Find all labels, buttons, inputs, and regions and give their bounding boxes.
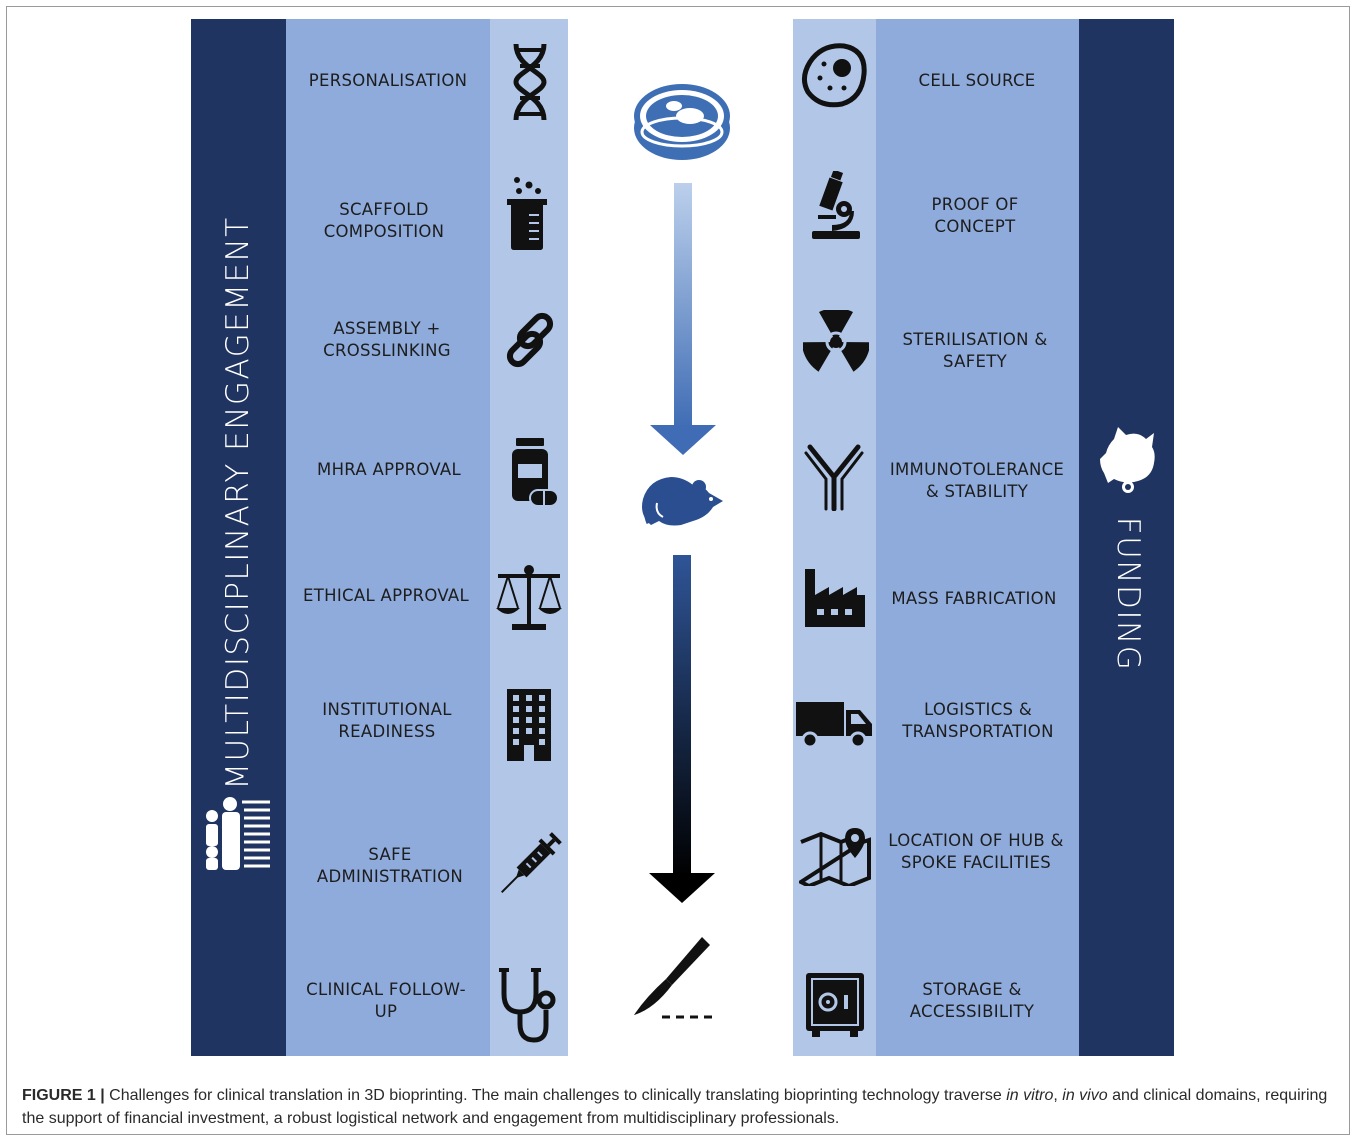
safe-icon (806, 973, 864, 1037)
label-ethical-approval: ETHICAL APPROVAL (303, 586, 469, 605)
petri-dish-icon (634, 84, 730, 160)
caption-text-2: , (1053, 1087, 1063, 1104)
chain-link-icon (506, 312, 554, 368)
label-storage-accessibility: STORAGE &ACCESSIBILITY (909, 980, 1035, 1021)
funding-title: FUNDING (1110, 516, 1146, 672)
label-mhra-approval: MHRA APPROVAL (317, 460, 461, 479)
caption-em-in-vivo: in vivo (1062, 1087, 1108, 1104)
left-label-band (286, 19, 490, 1056)
people-group-icon (206, 797, 270, 870)
caption-label: FIGURE 1 | (22, 1087, 105, 1104)
multidisciplinary-engagement-title: MULTIDISCIPLINARY ENGAGEMENT (220, 216, 256, 790)
right-label-band (876, 19, 1079, 1056)
map-pin-icon (799, 828, 871, 886)
microscope-icon (812, 171, 860, 239)
caption-text-1: Challenges for clinical translation in 3… (104, 1087, 1007, 1104)
right-dark-band (1079, 19, 1174, 1056)
label-immunotolerance-stability: IMMUNOTOLERANCE& STABILITY (889, 460, 1065, 501)
label-clinical-follow-up: CLINICAL FOLLOW-UP (306, 980, 466, 1021)
label-mass-fabrication: MASS FABRICATION (891, 589, 1057, 608)
medicine-bottle-icon (512, 438, 559, 507)
piggy-bank-icon (1100, 427, 1155, 493)
dna-icon (513, 43, 547, 121)
building-icon (507, 689, 551, 761)
label-hub-spoke-facilities: LOCATION OF HUB &SPOKE FACILITIES (888, 831, 1064, 872)
in-vivo-arrow (649, 555, 715, 903)
antibody-icon (804, 444, 864, 511)
scales-icon (496, 565, 562, 630)
caption-em-in-vitro: in vitro (1006, 1087, 1054, 1104)
factory-icon (805, 569, 865, 627)
left-dark-band (191, 19, 286, 1056)
figure-caption: FIGURE 1 | Challenges for clinical trans… (22, 1084, 1338, 1130)
radiation-icon (803, 310, 869, 372)
stethoscope-icon (499, 968, 556, 1043)
syringe-icon (501, 832, 562, 893)
label-personalisation: PERSONALISATION (308, 71, 468, 90)
label-sterilisation-safety: STERILISATION &SAFETY (902, 330, 1048, 371)
left-icon-band (490, 19, 568, 1056)
in-vitro-arrow (650, 183, 716, 455)
label-logistics-transportation: LOGISTICS &TRANSPORTATION (902, 700, 1054, 741)
scalpel-icon (634, 937, 712, 1019)
cell-icon (802, 43, 867, 108)
beaker-icon (507, 177, 547, 250)
figure-frame (6, 6, 1350, 1135)
mouse-icon (642, 477, 723, 526)
truck-icon (796, 702, 872, 748)
label-assembly-crosslinking: ASSEMBLY +CROSSLINKING (323, 319, 451, 360)
label-cell-source: CELL SOURCE (918, 71, 1036, 90)
caption-text-3: and clinical domains, requiring the supp… (22, 1087, 1328, 1127)
